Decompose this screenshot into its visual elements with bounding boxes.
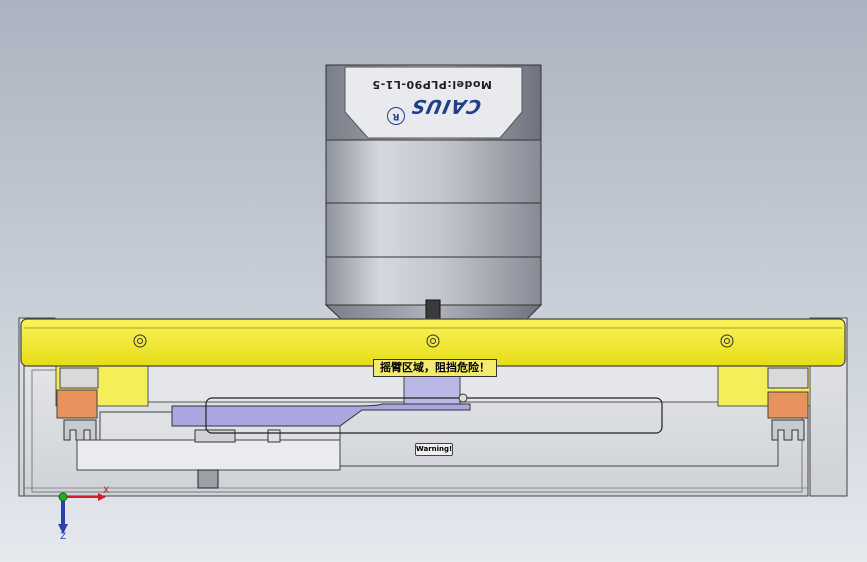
plate-hole-center-inner — [430, 338, 436, 344]
right-orange-pad[interactable] — [767, 391, 809, 419]
plate-hole-left-inner — [137, 338, 143, 344]
y-axis-dot — [58, 492, 68, 502]
right-upper-clip[interactable] — [767, 367, 809, 389]
left-gripper[interactable] — [63, 419, 97, 441]
motor-ring-3[interactable] — [325, 256, 542, 306]
x-axis-arrow-head — [98, 493, 106, 501]
warning-label-english: Warning! — [415, 443, 453, 456]
motor-brand-logo: CAIUS — [408, 95, 484, 117]
plate-hole-left[interactable] — [133, 334, 147, 348]
mounting-plate[interactable] — [20, 318, 846, 367]
right-gripper[interactable] — [771, 419, 805, 441]
arm-pivot[interactable] — [267, 429, 281, 443]
motor-ring-1[interactable] — [325, 139, 542, 204]
motor-label-plate — [344, 66, 523, 139]
motor-ring-2[interactable] — [325, 202, 542, 258]
plate-hole-center[interactable] — [426, 334, 440, 348]
arm-carriage[interactable] — [76, 439, 341, 471]
motor-shaft[interactable] — [425, 299, 441, 321]
guard-slot[interactable] — [205, 397, 663, 434]
x-axis-label: X — [103, 486, 110, 496]
swing-arm-link[interactable] — [171, 403, 471, 427]
motor-model-label: Model:PLP90-L1-5 — [372, 78, 492, 91]
coordinate-triad — [58, 492, 106, 534]
plate-hole-right[interactable] — [720, 334, 734, 348]
motor[interactable] — [324, 64, 543, 321]
warning-wire — [340, 440, 779, 467]
pads[interactable] — [56, 367, 809, 441]
left-upper-clip[interactable] — [59, 367, 99, 389]
swing-arm[interactable] — [76, 393, 779, 489]
arm-hub[interactable] — [194, 429, 236, 443]
warning-label-chinese: 摇臂区域，阻挡危险！ — [373, 359, 497, 377]
left-orange-pad[interactable] — [56, 389, 98, 419]
registered-mark-icon: R — [387, 107, 405, 125]
arm-bolt[interactable] — [197, 469, 219, 489]
center-hub-bolt[interactable] — [458, 393, 468, 403]
z-axis-label: Z — [60, 532, 67, 542]
z-axis-arrow-head — [58, 524, 68, 534]
plate-hole-right-inner — [724, 338, 730, 344]
